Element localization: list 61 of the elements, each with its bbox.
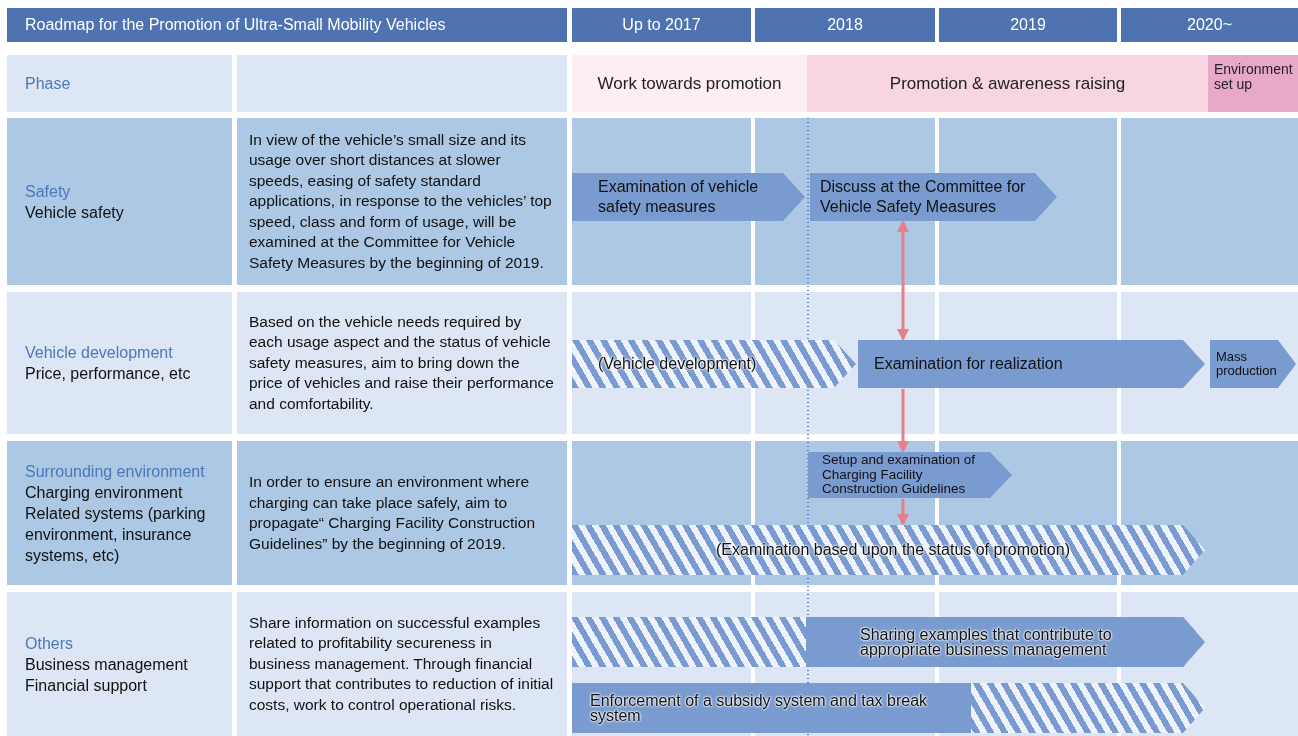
hatched-arrow-bar [572,340,856,388]
bar-label: Sharing examples that contribute to appropriate business management [860,627,1113,657]
row-subtitle: Business management [25,654,189,675]
arrow [897,389,909,453]
phase-label: Work towards promotion [597,73,782,94]
description-text: Based on the vehicle needs required by each usage aspect and the status of vehicle safety measures, aim to bring down the price of vehicles and raise their performance and comfortability. [249,311,555,414]
arrow [897,499,909,526]
header-text: 2020~ [1187,16,1232,34]
header-text: Roadmap for the Promotion of Ultra-Small Mobility Vehicles [25,16,446,34]
row-subtitle: Price, performance, etc [25,364,192,384]
row-subtitle: Related systems (parking environment, insurance systems, etc) [25,503,207,566]
header-text: 2019 [1010,16,1046,34]
double-arrow [897,220,909,341]
description-cell [237,592,567,736]
row-header-cell [7,441,232,585]
arrow-bar [808,452,1012,498]
row-subtitle: Vehicle safety [25,202,125,223]
row-title: Vehicle development [25,343,174,363]
phase-band [1208,55,1298,112]
description-text: In view of the vehicle’s small size and its usage over short distances at slower speeds, easing of safety standard applications, in response to the vehicles’ top speed, class and form of usage, will be examined at the Committee for Vehicle Safety Measures by the beginning of 2019. [249,129,553,273]
phase-label: Environment set up [1214,62,1294,92]
arrow-bar [810,173,1057,221]
bar-label: Examination of vehicle safety measures [598,177,760,217]
hatched-arrow-bar [572,525,1205,575]
row-header-cell [7,592,232,736]
phase-label: Promotion & awareness raising [889,73,1126,94]
phase-band [572,55,807,112]
header-cell [1121,8,1298,42]
bar-label: Examination for realization [874,354,1063,374]
arrow-bar [858,340,1205,388]
row-header-cell [7,292,232,434]
bar-label: Discuss at the Committee for Vehicle Safety Measures [820,177,1027,217]
header-cell [572,8,751,42]
empty-cell [237,55,567,112]
hatched-arrow-bar [572,683,1205,733]
bar-label: Enforcement of a subsidy system and tax break system [590,693,929,723]
hatched-arrow-bar [572,617,1205,667]
row-title: Others [25,633,74,654]
header-cell [7,8,567,42]
description-cell [237,118,567,285]
row-subtitle: Financial support [25,675,148,696]
bar-label: Mass production [1216,350,1278,378]
header-text: Up to 2017 [622,16,701,34]
row-title: Safety [25,181,72,202]
arrow-bar [572,173,805,221]
header-cell [939,8,1117,42]
row-title: Phase [25,74,72,94]
row-header-cell [7,55,232,112]
header-text: 2018 [827,16,863,34]
phase-band [807,55,1208,112]
bar-label: (Vehicle development) [598,354,757,374]
description-text: In order to ensure an environment where charging can take place safely, aim to propagate“ Charging Facility Construction Guidelines” by the beginning of 2019. [249,472,537,554]
description-text: Share information on successful examples related to profitability secureness in business management. Through financial support that contributes to reduction of initial costs, work to control operational risks. [249,612,555,715]
bar-label: Setup and examination of Charging Facility Construction Guidelines [822,453,977,497]
description-cell [237,292,567,434]
arrow-bar [1210,340,1296,388]
row-subtitle: Charging environment [25,482,184,503]
row-header-cell [7,118,232,285]
header-cell [755,8,935,42]
description-cell [237,441,567,585]
row-title: Surrounding environment [25,461,206,482]
